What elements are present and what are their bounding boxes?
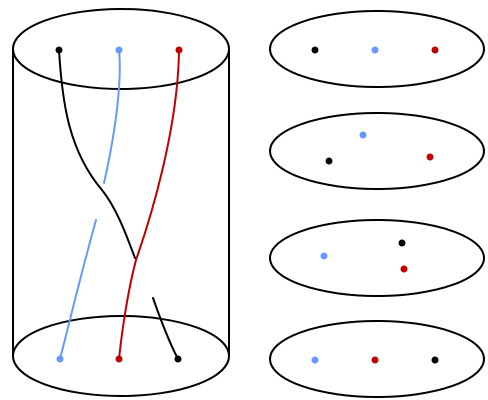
slice-1-disk (269, 10, 485, 88)
slice-2-disk (269, 112, 485, 190)
slice-1 (269, 10, 485, 88)
blue-strand-upper (103, 49, 121, 184)
black-strand-upper (58, 49, 136, 259)
blue-strand-lower (59, 219, 97, 360)
slice-4-point-black (431, 356, 439, 364)
slice-3-point-red (400, 265, 408, 273)
red-strand (118, 49, 180, 360)
braid-cylinder (12, 8, 230, 397)
slice-1-point-red (431, 46, 439, 54)
top-point-black (55, 46, 63, 54)
slice-2 (269, 112, 485, 190)
slice-3 (269, 219, 485, 297)
slice-2-point-black (325, 157, 333, 165)
slice-4-point-red (371, 356, 379, 364)
slice-4-point-blue (311, 356, 319, 364)
slice-4-disk (269, 320, 485, 398)
cylinder-bottom-ellipse (12, 315, 230, 397)
black-strand-lower (152, 297, 179, 360)
bottom-point-blue (56, 355, 64, 363)
slice-3-point-blue (320, 252, 328, 260)
slice-3-point-black (398, 239, 406, 247)
bottom-point-red (115, 355, 123, 363)
slice-3-disk (269, 219, 485, 297)
slice-2-point-blue (359, 131, 367, 139)
top-point-blue (115, 46, 123, 54)
bottom-point-black (174, 355, 182, 363)
top-point-red (175, 46, 183, 54)
slice-2-point-red (426, 153, 434, 161)
slice-1-point-blue (371, 46, 379, 54)
slice-4 (269, 320, 485, 398)
slice-1-point-black (311, 46, 319, 54)
